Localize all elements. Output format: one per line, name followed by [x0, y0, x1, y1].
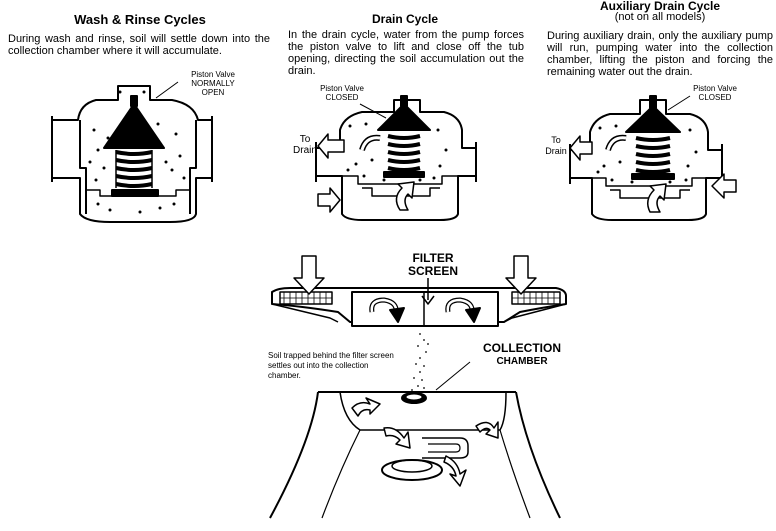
to-drain-label-3: To Drain	[545, 135, 567, 156]
valve-diagram-drain	[315, 95, 477, 221]
chamber-leader	[435, 361, 471, 391]
piston-valve-label-2: Piston Valve CLOSED	[320, 84, 364, 102]
soil-note: Soil trapped behind the filter screen se…	[268, 351, 394, 380]
piston-valve-label-1: Piston Valve NORMALLY OPEN	[191, 70, 235, 97]
drain-cycle-description: In the drain cycle, water from the pump …	[288, 29, 524, 77]
filter-screen-label: FILTER SCREEN	[407, 251, 458, 278]
filter-assembly	[271, 255, 567, 327]
settling-particles	[411, 333, 429, 395]
piston-valve-label-3: Piston Valve CLOSED	[693, 84, 737, 102]
collection-chamber-label: COLLECTION CHAMBER	[483, 341, 561, 368]
drain-cycle-title: Drain Cycle	[371, 12, 439, 26]
valve-diagram-aux-drain	[569, 95, 737, 221]
wash-rinse-description: During wash and rinse, soil will settle …	[8, 33, 270, 57]
wash-rinse-title: Wash & Rinse Cycles	[74, 12, 206, 27]
aux-drain-title: Auxiliary Drain Cycle	[599, 0, 721, 13]
aux-drain-description: During auxiliary drain, only the auxilia…	[547, 30, 773, 78]
tub-base	[269, 391, 561, 519]
to-drain-label-2: To Drain	[293, 134, 317, 156]
valve-diagram-wash	[51, 81, 213, 223]
aux-drain-subtitle: (not on all models)	[614, 11, 706, 23]
